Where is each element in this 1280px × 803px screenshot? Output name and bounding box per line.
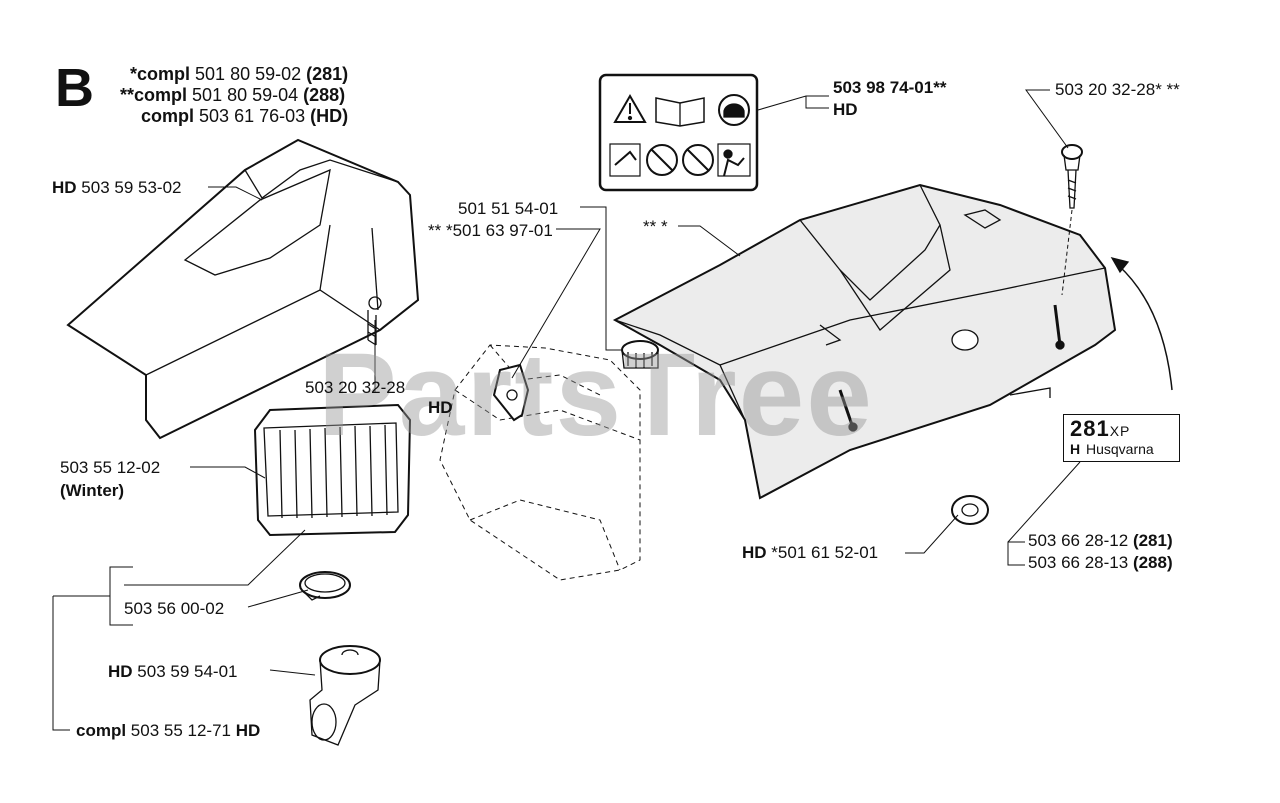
protective-gear-icon — [717, 143, 751, 177]
assembly-arrow — [1110, 256, 1173, 391]
section-letter: B — [55, 58, 94, 118]
screw-right-label: 503 20 32-28* ** — [1055, 80, 1180, 99]
filter-note: (Winter) — [60, 481, 125, 500]
knob-label-1: 501 51 54-01 — [458, 199, 559, 218]
badge-label-2: 503 66 28-13 (288) — [1028, 553, 1173, 572]
kit-line-1: *compl 501 80 59-02 (281) — [130, 64, 349, 84]
screw-left-hd: HD — [428, 398, 453, 417]
model-number: 281XP — [1070, 416, 1131, 441]
dashed-housing — [439, 344, 641, 581]
helmet-icon — [718, 94, 750, 126]
warning-triangle-icon — [613, 93, 647, 123]
hd-cover-label: HD 503 59 53-02 — [52, 178, 182, 197]
husqvarna-logo-icon: H — [1070, 441, 1081, 457]
decal-label: 503 98 74-01** — [833, 78, 947, 97]
no-tip-contact-icon — [682, 144, 714, 176]
hose-clamp — [299, 571, 351, 601]
main-top-cover — [612, 183, 1117, 500]
screw-left-label: 503 20 32-28 — [305, 378, 406, 397]
grommet — [951, 495, 989, 525]
compl-kit-label: compl 503 55 12-71 HD — [76, 721, 261, 740]
brand-name: Husqvarna — [1086, 441, 1154, 457]
adapter — [309, 645, 381, 746]
hd-top-cover — [66, 138, 420, 440]
model-badge: 281XP H Husqvarna — [1063, 414, 1180, 462]
watermark: PartsTree — [318, 329, 874, 461]
cover-screw — [1061, 144, 1083, 296]
filter-label: 503 55 12-02 — [60, 458, 161, 477]
main-cover-label: ** * — [643, 217, 668, 236]
kickback-icon — [609, 143, 641, 177]
leader-lines — [52, 89, 1081, 731]
air-filter — [253, 403, 412, 537]
decal-hd: HD — [833, 100, 858, 119]
kit-line-3: compl 503 61 76-03 (HD) — [141, 106, 349, 126]
kit-line-2: **compl 501 80 59-04 (288) — [120, 85, 346, 105]
clamp-label: 503 56 00-02 — [124, 599, 225, 618]
knob-label-2: ** *501 63 97-01 — [428, 221, 553, 240]
decal-panel — [598, 73, 759, 192]
no-one-hand-icon — [646, 144, 678, 176]
grommet-label: HD *501 61 52-01 — [742, 543, 879, 562]
adapter-label: HD 503 59 54-01 — [108, 662, 238, 681]
badge-label-1: 503 66 28-12 (281) — [1028, 531, 1173, 550]
